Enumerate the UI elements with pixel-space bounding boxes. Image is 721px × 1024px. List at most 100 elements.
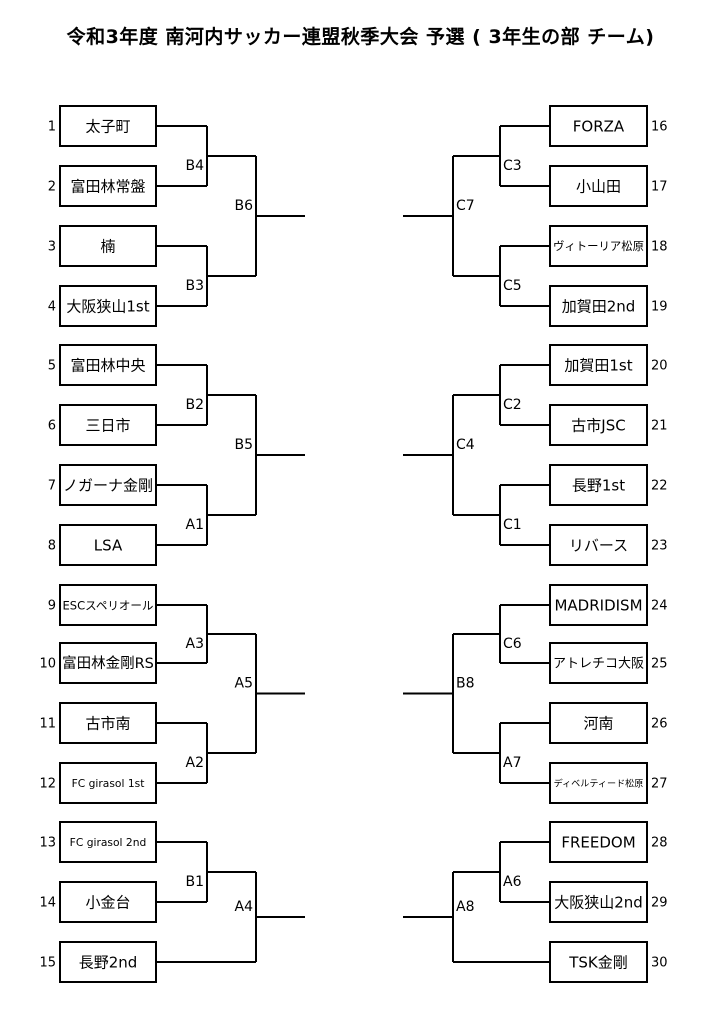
- team-name: 加賀田2nd: [562, 298, 636, 316]
- team-name: 富田林常盤: [70, 178, 145, 196]
- team-name: 三日市: [85, 417, 130, 435]
- match-label: C1: [503, 517, 522, 533]
- team-name: ディベルティード松原: [554, 778, 644, 790]
- team-seed: 16: [651, 120, 668, 135]
- team-seed: 22: [651, 479, 668, 494]
- team-seed: 19: [651, 300, 668, 315]
- team-box: [59, 464, 157, 506]
- team-name: アトレチコ大阪: [553, 657, 644, 672]
- team-seed: 20: [651, 359, 668, 374]
- team-box: [549, 285, 648, 327]
- match-label: A1: [186, 517, 204, 533]
- team-name: 長野1st: [572, 477, 625, 495]
- team-name: 富田林中央: [70, 357, 145, 375]
- team-seed: 9: [48, 599, 56, 614]
- team-seed: 21: [651, 419, 668, 434]
- team-name: FC girasol 1st: [72, 777, 145, 790]
- team-seed: 10: [39, 657, 56, 672]
- team-box: [549, 702, 648, 744]
- team-name: 富田林金剛RS: [62, 654, 154, 672]
- team-box: [59, 762, 157, 804]
- match-label: A8: [456, 899, 474, 915]
- team-seed: 4: [48, 300, 56, 315]
- team-seed: 26: [651, 717, 668, 732]
- team-seed: 23: [651, 539, 668, 554]
- team-seed: 28: [651, 836, 668, 851]
- team-seed: 1: [48, 120, 56, 135]
- match-label: A6: [503, 874, 522, 890]
- team-seed: 14: [39, 896, 56, 911]
- team-name: 小山田: [576, 178, 621, 196]
- team-name: 小金台: [85, 894, 130, 912]
- team-name: 長野2nd: [79, 954, 138, 972]
- team-box: [549, 642, 648, 684]
- team-box: [549, 762, 648, 804]
- team-box: [549, 881, 648, 923]
- match-label: B4: [185, 158, 204, 174]
- match-label: A3: [186, 636, 204, 652]
- team-seed: 24: [651, 599, 668, 614]
- team-box: [549, 524, 648, 566]
- team-name: FC girasol 2nd: [70, 836, 147, 849]
- team-seed: 7: [48, 479, 56, 494]
- team-seed: 5: [48, 359, 56, 374]
- match-label: A5: [235, 676, 253, 692]
- match-label: C7: [456, 198, 475, 214]
- match-label: C6: [503, 636, 522, 652]
- team-box: [549, 105, 648, 147]
- team-box: [549, 464, 648, 506]
- team-seed: 8: [48, 539, 56, 554]
- team-name: 古市南: [85, 715, 130, 733]
- team-box: [59, 941, 157, 983]
- match-label: A7: [503, 755, 521, 771]
- match-label: B2: [185, 397, 204, 413]
- team-name: MADRIDISM: [554, 597, 642, 615]
- team-seed: 27: [651, 777, 668, 792]
- team-name: LSA: [94, 537, 123, 555]
- team-seed: 29: [651, 896, 668, 911]
- team-box: [59, 344, 157, 386]
- match-label: C4: [456, 437, 475, 453]
- team-seed: 30: [651, 956, 668, 971]
- team-seed: 12: [39, 777, 56, 792]
- team-name: 加賀田1st: [564, 357, 632, 375]
- team-seed: 18: [651, 240, 668, 255]
- team-seed: 6: [48, 419, 56, 434]
- team-seed: 11: [39, 717, 56, 732]
- team-name: 大阪狭山1st: [66, 298, 149, 316]
- team-box: [59, 584, 157, 626]
- match-label: A2: [186, 755, 204, 771]
- team-name: 河南: [583, 715, 613, 733]
- team-box: [59, 821, 157, 863]
- team-name: TSK金剛: [568, 954, 628, 972]
- team-seed: 25: [651, 657, 668, 672]
- team-box: [59, 642, 157, 684]
- team-seed: 13: [39, 836, 56, 851]
- team-name: FREEDOM: [561, 834, 635, 852]
- team-box: [59, 881, 157, 923]
- team-box: [59, 404, 157, 446]
- match-label: B1: [185, 874, 204, 890]
- match-label: C5: [503, 278, 522, 294]
- team-box: [549, 821, 648, 863]
- team-box: [59, 702, 157, 744]
- team-name: 楠: [100, 238, 115, 256]
- team-seed: 2: [48, 180, 56, 195]
- match-label: A4: [235, 899, 254, 915]
- team-name: 古市JSC: [571, 417, 625, 435]
- match-label: B8: [456, 676, 475, 692]
- team-box: [549, 165, 648, 207]
- page-title: 令和3年度 南河内サッカー連盟秋季大会 予選 ( 3年生の部 チーム): [66, 26, 655, 48]
- team-name: ノガーナ金剛: [63, 477, 153, 495]
- team-box: [549, 225, 648, 267]
- team-name: ESCスペリオール: [63, 599, 154, 613]
- team-name: 大阪狭山2nd: [554, 894, 643, 912]
- match-label: C2: [503, 397, 522, 413]
- team-box: [549, 404, 648, 446]
- team-box: [549, 941, 648, 983]
- match-label: B6: [234, 198, 253, 214]
- team-seed: 3: [48, 240, 56, 255]
- team-name: ヴィトーリア松原: [553, 239, 644, 253]
- team-box: [59, 165, 157, 207]
